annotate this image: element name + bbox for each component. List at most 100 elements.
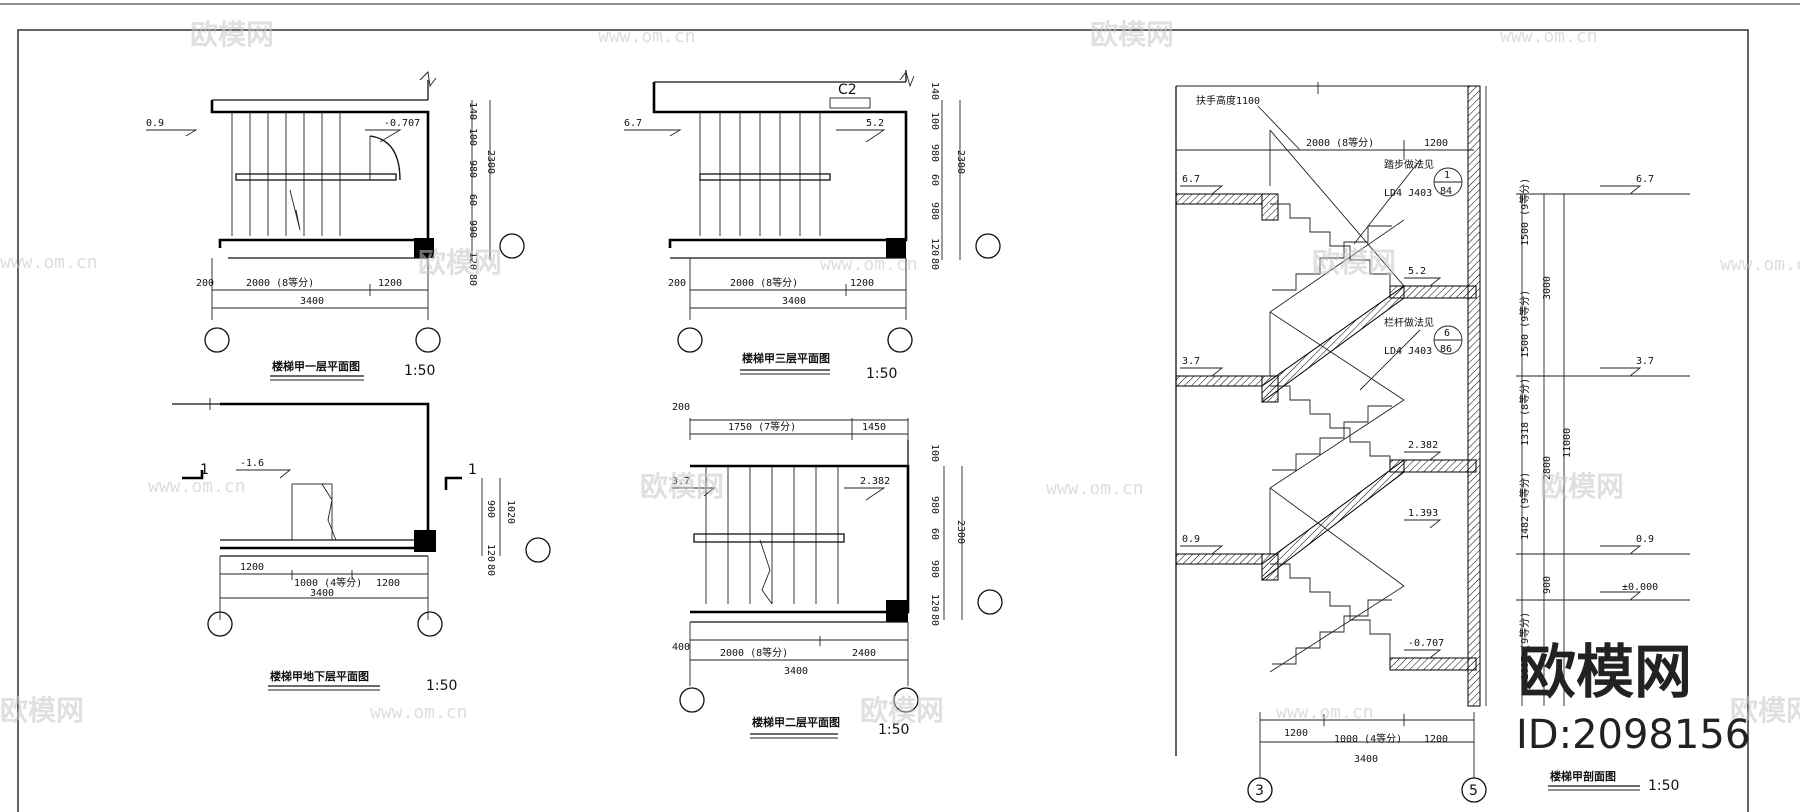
scale-basement-plan: 1:50 (426, 678, 457, 694)
level-third-left: 6.7 (624, 118, 642, 129)
watermark-site: www.om.cn (1720, 254, 1800, 275)
watermark-brand: 欧模网 (190, 18, 274, 51)
axis-5: 5 (1469, 783, 1478, 799)
vdim-sec-5: 1482 (9等分) (1518, 472, 1531, 540)
level-sec-1.393: 1.393 (1408, 508, 1438, 519)
dim-sec-bottom-mid: 1000 (4等分) (1334, 732, 1402, 745)
watermark-brand: 欧模网 (1312, 246, 1396, 279)
dim-second-total: 3400 (784, 666, 808, 677)
vdim-third-1: 100 (929, 112, 940, 130)
vdim-third-2: 980 (929, 144, 940, 162)
title-first-plan: 楼梯甲一层平面图 (272, 359, 360, 373)
level-sec-0.9: 0.9 (1182, 534, 1200, 545)
level-basement: -1.6 (240, 458, 264, 469)
watermark-site: www.om.cn (370, 702, 468, 723)
vdim-sec-0: 1500 (9等分) (1518, 178, 1531, 246)
scale-second-plan: 1:50 (878, 722, 909, 738)
dim-first-total: 3400 (300, 296, 324, 307)
title-third-plan: 楼梯甲三层平面图 (742, 351, 830, 365)
dim-second-top-2: 1450 (862, 422, 886, 433)
watermark-site: www.om.cn (0, 252, 98, 273)
vdim-sec-6: 11000 (1562, 428, 1573, 458)
level-right-0.000: ±0.000 (1622, 582, 1658, 593)
dim-first-landing: 1200 (378, 278, 402, 289)
vdim-basement-1: 1020 (505, 500, 516, 524)
vdim-third-5: 120 (929, 238, 940, 256)
vdim-second-5: 80 (929, 614, 940, 626)
scale-third-plan: 1:50 (866, 366, 897, 382)
watermark-site: www.om.cn (598, 26, 696, 47)
dim-sec-bottom-right: 1200 (1424, 734, 1448, 745)
vdim-basement-2: 120 (485, 544, 496, 562)
level-sec-5.2: 5.2 (1408, 266, 1426, 277)
watermark-site: www.om.cn (148, 476, 246, 497)
watermark-brand: 欧模网 (640, 470, 724, 503)
drawing-frame (17, 29, 1749, 812)
plan-second-floor (672, 418, 1003, 713)
vdim-second-0: 100 (929, 444, 940, 462)
dim-second-landing: 2400 (852, 648, 876, 659)
vdim-sec-8: 1607 (9等分) (1518, 612, 1531, 680)
stair-treads (705, 466, 839, 604)
note-rail: 栏杆做法见 (1384, 316, 1434, 329)
vdim-first-1: 100 (467, 128, 478, 146)
vdim-third-0: 140 (929, 82, 940, 100)
level-third-right: 5.2 (866, 118, 884, 129)
dim-third-total: 3400 (782, 296, 806, 307)
watermark-site: www.om.cn (820, 254, 918, 275)
dim-basement-total: 3400 (310, 588, 334, 599)
watermark-site: www.om.cn (1276, 702, 1374, 723)
vdim-sec-2: 1500 (9等分) (1518, 290, 1531, 358)
note-tread-ref: LD4 J403 (1384, 188, 1432, 199)
watermark-brand: 欧模网 (418, 246, 502, 279)
level-right-0.9: 0.9 (1636, 534, 1654, 545)
note-tread: 踏步做法见 (1384, 158, 1434, 171)
stair-section (1175, 82, 1690, 803)
watermark-brand: 欧模网 (1730, 694, 1800, 727)
title-basement-plan: 楼梯甲地下层平面图 (270, 669, 369, 683)
dim-sec-run: 2000 (8等分) (1306, 136, 1374, 149)
section-mark-right: 1 (468, 462, 477, 478)
watermark-brand: 欧模网 (1090, 18, 1174, 51)
vdim-basement-3: 80 (485, 564, 496, 576)
vdim-first-6: 80 (467, 274, 478, 286)
plan-basement (172, 398, 551, 637)
note-rail-ref: LD4 J403 (1384, 346, 1432, 357)
vdim-third-total: 2300 (955, 150, 966, 174)
dim-third-landing: 1200 (850, 278, 874, 289)
dim-basement-left: 1200 (240, 562, 264, 573)
level-sec-2.382: 2.382 (1408, 440, 1438, 451)
vdim-first-total: 2300 (485, 150, 496, 174)
window-tag-third: C2 (838, 82, 857, 98)
section-mark-left: 1 (200, 462, 209, 478)
dim-second-offset: 400 (672, 642, 690, 653)
dim-sec-bottom-left: 1200 (1284, 728, 1308, 739)
plan-third-floor (624, 70, 1001, 353)
vdim-first-2: 980 (467, 160, 478, 178)
level-first-right: -0.707 (384, 118, 420, 129)
level-sec-3.7: 3.7 (1182, 356, 1200, 367)
dim-second-top-0: 200 (672, 402, 690, 413)
level-right-3.7: 3.7 (1636, 356, 1654, 367)
note-tread-page: 84 (1440, 186, 1452, 197)
dim-third-offset: 200 (668, 278, 686, 289)
scale-section: 1:50 (1648, 778, 1679, 794)
note-tread-num: 1 (1444, 170, 1450, 181)
watermark-brand: 欧模网 (0, 694, 84, 727)
watermark-site: www.om.cn (1500, 26, 1598, 47)
level-second-left: 3.7 (672, 476, 690, 487)
dim-first-offset: 200 (196, 278, 214, 289)
vdim-basement-0: 900 (485, 500, 496, 518)
watermarks: 欧模网 www.om.cn 欧模网 www.om.cn www.om.cn 欧模… (0, 18, 1800, 727)
title-second-plan: 楼梯甲二层平面图 (752, 715, 840, 729)
logo-brand: 欧模网 (1518, 638, 1692, 706)
level-second-right: 2.382 (860, 476, 890, 487)
vdim-sec-3: 1318 (8等分) (1518, 378, 1531, 446)
vdim-third-4: 980 (929, 202, 940, 220)
watermark-brand: 欧模网 (860, 694, 944, 727)
dim-sec-landing: 1200 (1424, 138, 1448, 149)
vdim-first-4: 990 (467, 220, 478, 238)
vdim-third-6: 80 (929, 258, 940, 270)
vdim-sec-1: 3000 (1542, 276, 1553, 300)
